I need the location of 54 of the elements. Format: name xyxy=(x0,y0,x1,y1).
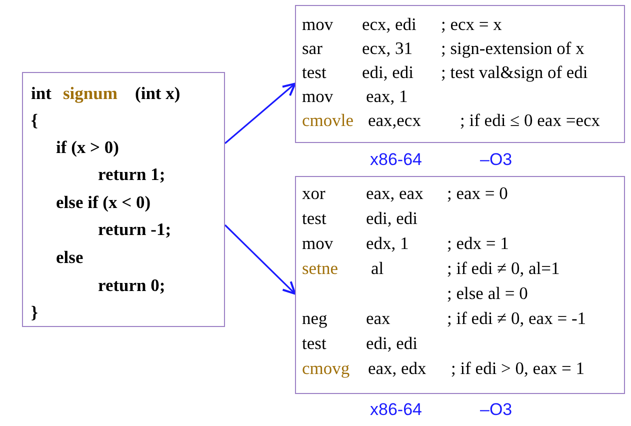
code-box xyxy=(22,72,225,327)
code-text: mov xyxy=(302,86,334,106)
code-text: { xyxy=(31,110,38,130)
code-text: ; ecx = x xyxy=(441,14,502,34)
code-text: return 0; xyxy=(98,275,166,295)
code-text: ; else al = 0 xyxy=(447,283,528,303)
code-text: edx, 1 xyxy=(366,233,409,253)
code-text: mov xyxy=(302,233,334,253)
compiler-caption: x86-64 xyxy=(370,150,422,170)
code-text: edi, edi xyxy=(362,62,414,82)
code-text: ; if edi ≠ 0, al=1 xyxy=(447,258,560,278)
code-text: edi, edi xyxy=(366,208,418,228)
code-text: signum xyxy=(63,83,118,103)
code-text: ; eax = 0 xyxy=(447,183,508,203)
code-text: mov xyxy=(302,14,334,34)
code-text: sar xyxy=(302,38,322,58)
code-text: eax, eax xyxy=(366,183,424,203)
code-text: setne xyxy=(302,258,338,278)
arrow xyxy=(224,82,296,144)
code-text: ecx, 31 xyxy=(362,38,413,58)
code-text: if (x > 0) xyxy=(56,137,119,157)
compiler-caption: x86-64 xyxy=(370,400,422,420)
code-text: eax xyxy=(366,308,390,328)
code-box xyxy=(295,176,625,394)
code-box xyxy=(295,5,625,143)
code-text: else xyxy=(56,247,84,267)
code-text: cmovg xyxy=(302,358,350,378)
code-text: } xyxy=(31,302,38,322)
code-text: return -1; xyxy=(98,219,172,239)
code-text: xor xyxy=(302,183,326,203)
code-text: ; if edi > 0, eax = 1 xyxy=(451,358,584,378)
code-text: neg xyxy=(302,308,328,328)
code-text: test xyxy=(302,208,326,228)
code-text: ecx, edi xyxy=(362,14,416,34)
arrow xyxy=(224,224,296,295)
code-text: test xyxy=(302,333,326,353)
code-text: ; sign-extension of x xyxy=(441,38,584,58)
code-text: eax,ecx xyxy=(368,110,421,130)
code-text: return 1; xyxy=(98,164,166,184)
code-text: ; edx = 1 xyxy=(447,233,509,253)
code-text: else if (x < 0) xyxy=(56,192,151,212)
code-text: test xyxy=(302,62,326,82)
code-text: int xyxy=(31,83,52,103)
code-text: edi, edi xyxy=(366,333,418,353)
code-text: eax, 1 xyxy=(366,86,408,106)
code-text: al xyxy=(371,258,384,278)
code-text: ; if edi ≠ 0, eax = -1 xyxy=(447,308,586,328)
code-text: cmovle xyxy=(302,110,354,130)
code-text: ; if edi ≤ 0 eax =ecx xyxy=(460,110,600,130)
compiler-caption: –O3 xyxy=(480,400,512,420)
code-text: ; test val&sign of edi xyxy=(441,62,588,82)
compiler-caption: –O3 xyxy=(480,150,512,170)
code-text: (int x) xyxy=(135,83,180,103)
code-text: eax, edx xyxy=(368,358,426,378)
